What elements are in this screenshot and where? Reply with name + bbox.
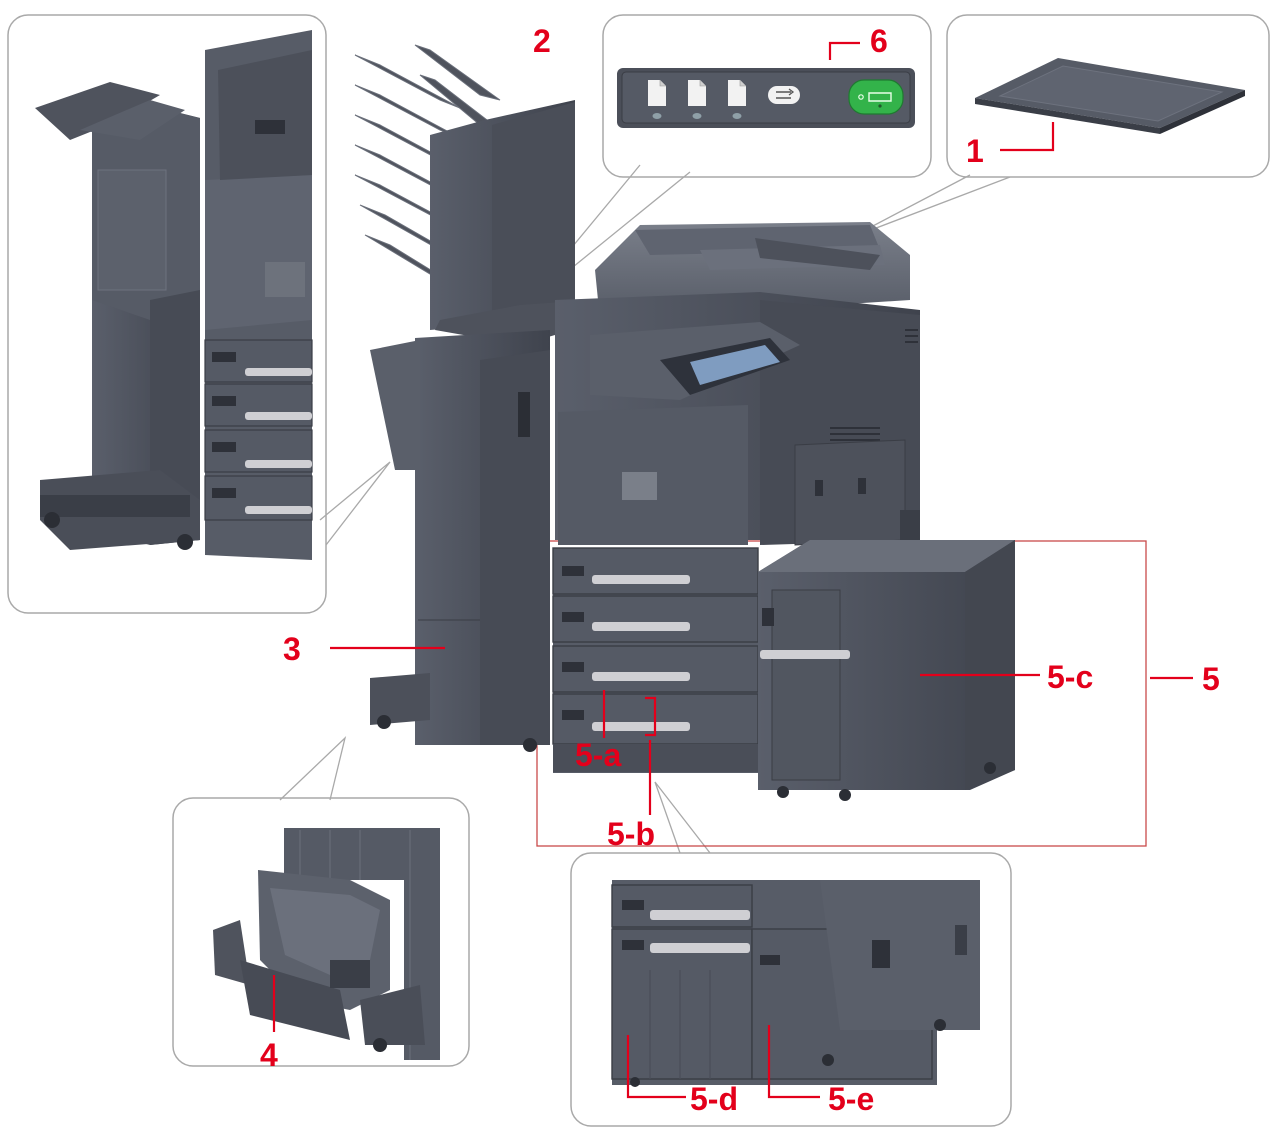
large-capacity-feeder-illustration	[758, 540, 1015, 801]
main-unit-illustration	[555, 222, 920, 546]
callout-6: 6	[870, 23, 888, 59]
folding-unit-illustration	[213, 828, 440, 1060]
inset-frame-finisher-closeup	[7, 14, 327, 614]
callout-2: 2	[533, 23, 551, 59]
inset-frame-drawer-closeup	[570, 852, 1012, 1127]
inset-frame-folding-unit	[172, 797, 470, 1067]
callout-5: 5	[1202, 661, 1220, 697]
callout-3: 3	[283, 631, 301, 667]
original-cover-illustration	[975, 58, 1245, 134]
callout-5-b: 5-b	[607, 816, 655, 852]
callout-5-d: 5-d	[690, 1081, 738, 1117]
paper-sheet-icon	[688, 80, 706, 119]
callout-5-e: 5-e	[828, 1081, 874, 1117]
drawer-closeup-illustration	[611, 880, 980, 1087]
callout-4: 4	[260, 1037, 278, 1073]
inset-frame-operation-panel	[602, 14, 932, 178]
callout-leader-lines	[272, 41, 1193, 1099]
callout-5-a: 5-a	[575, 737, 621, 773]
callout-1: 1	[966, 133, 984, 169]
finisher-closeup-illustration	[35, 30, 313, 560]
inset-frame-original-cover	[946, 14, 1270, 178]
callout-5-c: 5-c	[1047, 659, 1093, 695]
paper-sheet-icon	[728, 80, 746, 119]
document-finisher-illustration	[370, 330, 550, 752]
copy-mode-icon	[768, 86, 800, 104]
start-key-icon	[848, 79, 904, 115]
mailbox-unit-illustration	[354, 44, 590, 345]
paper-sheet-icon	[648, 80, 666, 119]
